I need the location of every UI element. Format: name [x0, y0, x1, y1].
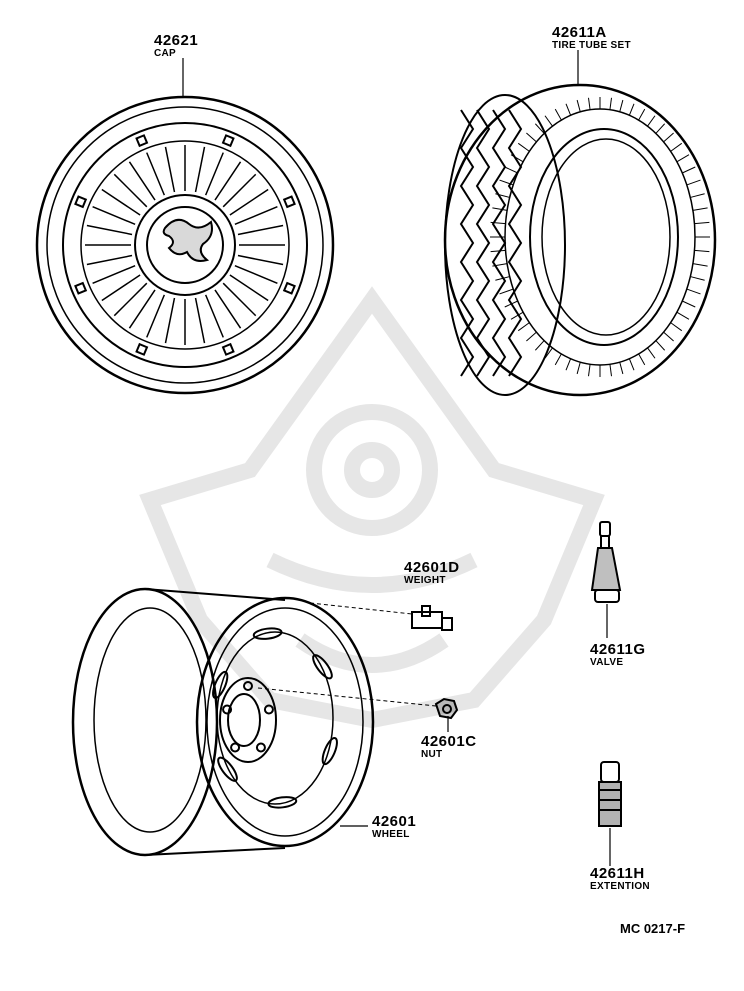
cap-part-number: 42621	[154, 32, 199, 49]
nut-part-number: 42601C	[421, 733, 477, 750]
valve-stem-icon	[590, 521, 622, 603]
tire-icon	[443, 83, 717, 397]
valve-part-number: 42611G	[590, 641, 646, 658]
steel-wheel-icon	[71, 587, 375, 857]
extension-part-name: EXTENTION	[590, 881, 650, 892]
wheel-part-number: 42601	[372, 813, 417, 830]
balance-weight-icon	[411, 605, 453, 631]
valve-part-name: VALVE	[590, 657, 624, 668]
wheel-cap-icon	[35, 95, 335, 395]
diagram-code: MC 0217-F	[620, 921, 686, 936]
leader-lines	[182, 50, 611, 866]
wheel-part-name: WHEEL	[372, 829, 410, 840]
tire-part-name: TIRE TUBE SET	[552, 40, 631, 51]
weight-part-name: WEIGHT	[404, 575, 446, 586]
extension-part-number: 42611H	[590, 865, 645, 882]
cap-part-name: CAP	[154, 48, 177, 59]
tire-part-number: 42611A	[552, 24, 607, 41]
nut-part-name: NUT	[421, 749, 443, 760]
weight-part-number: 42601D	[404, 559, 460, 576]
valve-extension-icon	[598, 761, 622, 827]
weight-leader-line	[309, 602, 413, 615]
lug-nut-icon	[434, 697, 459, 720]
nut-leader-line	[257, 687, 437, 707]
